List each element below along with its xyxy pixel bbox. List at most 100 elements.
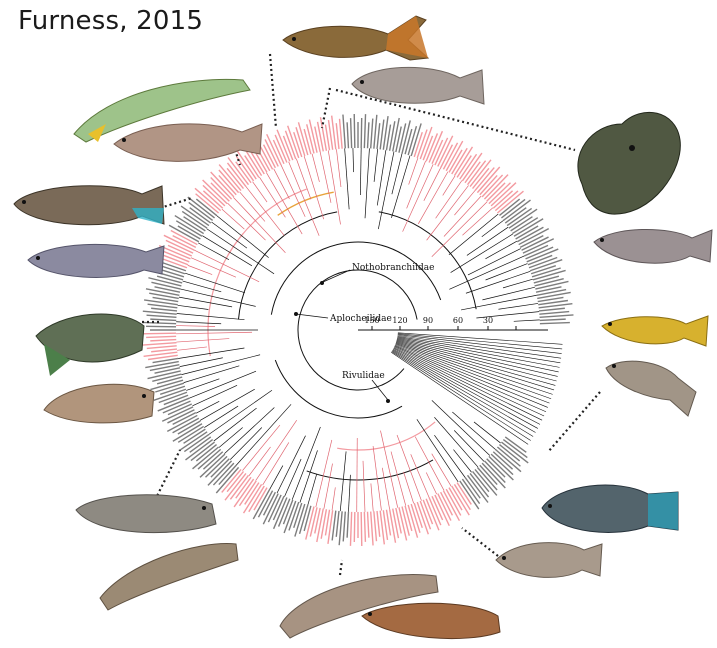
- tree-branch: [274, 169, 290, 199]
- tree-branch: [403, 164, 434, 231]
- tip-label: [405, 129, 412, 154]
- fish-photo: [362, 603, 500, 638]
- tree-branch: [228, 203, 266, 240]
- tree-branch: [396, 343, 553, 395]
- tree-branch: [345, 148, 349, 209]
- tip-label: [336, 123, 339, 149]
- tree-branch: [336, 149, 340, 187]
- tip-label: [539, 312, 569, 315]
- tip-label: [368, 512, 369, 538]
- tree-branch: [371, 483, 373, 511]
- tip-label: [399, 123, 406, 152]
- tree-branch: [434, 417, 477, 467]
- tip-label: [157, 276, 182, 283]
- tip-label: [339, 511, 342, 545]
- tip-label: [340, 119, 343, 149]
- tree-branch: [424, 168, 441, 201]
- tree-branch: [219, 427, 243, 447]
- tip-label: [371, 512, 373, 546]
- tree-branch: [357, 438, 358, 512]
- tip-label: [380, 120, 384, 150]
- tree-branch: [427, 185, 469, 240]
- tree-branch: [486, 264, 528, 280]
- tip-label: [484, 175, 508, 199]
- fish-photo: [28, 244, 164, 277]
- tip-label: [336, 511, 339, 537]
- tree-branch: [177, 347, 207, 350]
- tip-label: [354, 114, 355, 148]
- tree-branch: [184, 366, 240, 383]
- tip-label: [228, 157, 248, 184]
- tree-branch: [411, 454, 429, 497]
- tree-branch: [426, 472, 436, 494]
- tree-branch: [348, 475, 350, 512]
- tree-branch: [382, 468, 389, 509]
- tip-label: [188, 197, 215, 218]
- tip-label: [320, 117, 326, 150]
- tree-branch: [409, 158, 418, 184]
- scale-tick-30: 30: [483, 316, 493, 325]
- tip-label: [196, 199, 216, 215]
- clade-label-aplocheilidae: Aplocheilidae: [329, 314, 392, 324]
- tree-branch: [202, 236, 252, 266]
- tip-label: [249, 486, 264, 512]
- tip-label: [208, 461, 232, 485]
- tree-branch: [417, 419, 458, 482]
- tree-branch: [392, 351, 533, 437]
- tip-label: [143, 311, 177, 314]
- tip-label: [505, 437, 526, 452]
- tree-branch: [363, 461, 365, 512]
- tip-label: [193, 447, 219, 469]
- clade-labels: Nothobranchiidae Aplocheilidae Rivulidae: [294, 263, 434, 403]
- tree-branch: [498, 303, 538, 309]
- tip-label: [176, 221, 202, 236]
- tree-branch: [289, 162, 319, 236]
- fish-photo: [606, 361, 696, 416]
- tree-branch: [397, 341, 556, 386]
- tree-branch: [374, 149, 378, 182]
- clade-label-nothobranchiidae: Nothobranchiidae: [352, 263, 434, 273]
- fish-photo: [44, 384, 154, 423]
- tree-branch: [395, 345, 548, 407]
- scale-tick-120: 120: [392, 316, 407, 325]
- tip-label: [150, 319, 176, 320]
- tree-branch: [461, 295, 537, 310]
- tip-label: [196, 445, 216, 461]
- tree-branch: [332, 487, 335, 510]
- tip-label: [487, 183, 505, 201]
- tree-branch: [391, 452, 406, 506]
- tree-branch: [292, 427, 320, 500]
- tree-branch: [217, 215, 269, 257]
- tree-branch: [449, 214, 498, 255]
- tip-label: [473, 471, 489, 491]
- tip-label: [368, 122, 369, 148]
- tip-label: [151, 308, 177, 311]
- tree-branch: [208, 234, 243, 356]
- tip-label: [317, 509, 323, 542]
- tip-label: [347, 512, 348, 538]
- fish-photo: [496, 543, 602, 578]
- tree-branch: [353, 148, 354, 172]
- tip-label: [435, 495, 449, 526]
- tip-label: [537, 292, 570, 298]
- tip-label: [487, 459, 505, 477]
- tree-branch: [514, 320, 540, 321]
- tip-label: [499, 445, 519, 461]
- tip-label: [145, 362, 178, 368]
- tree-branch: [207, 229, 274, 274]
- tip-label: [203, 191, 222, 208]
- fish-photo: [100, 544, 238, 610]
- tip-label: [482, 463, 505, 488]
- tree-branch: [180, 358, 223, 367]
- tip-label: [465, 477, 480, 498]
- tip-label: [307, 124, 314, 153]
- tip-label: [493, 191, 512, 208]
- tip-label: [227, 168, 243, 188]
- tree-branch: [468, 249, 521, 275]
- tip-label: [535, 279, 564, 286]
- fish-photo: [602, 316, 708, 346]
- tip-label: [225, 473, 246, 500]
- tree-branch: [451, 234, 513, 272]
- scale-tick-60: 60: [453, 316, 463, 325]
- tree-branch: [224, 407, 274, 453]
